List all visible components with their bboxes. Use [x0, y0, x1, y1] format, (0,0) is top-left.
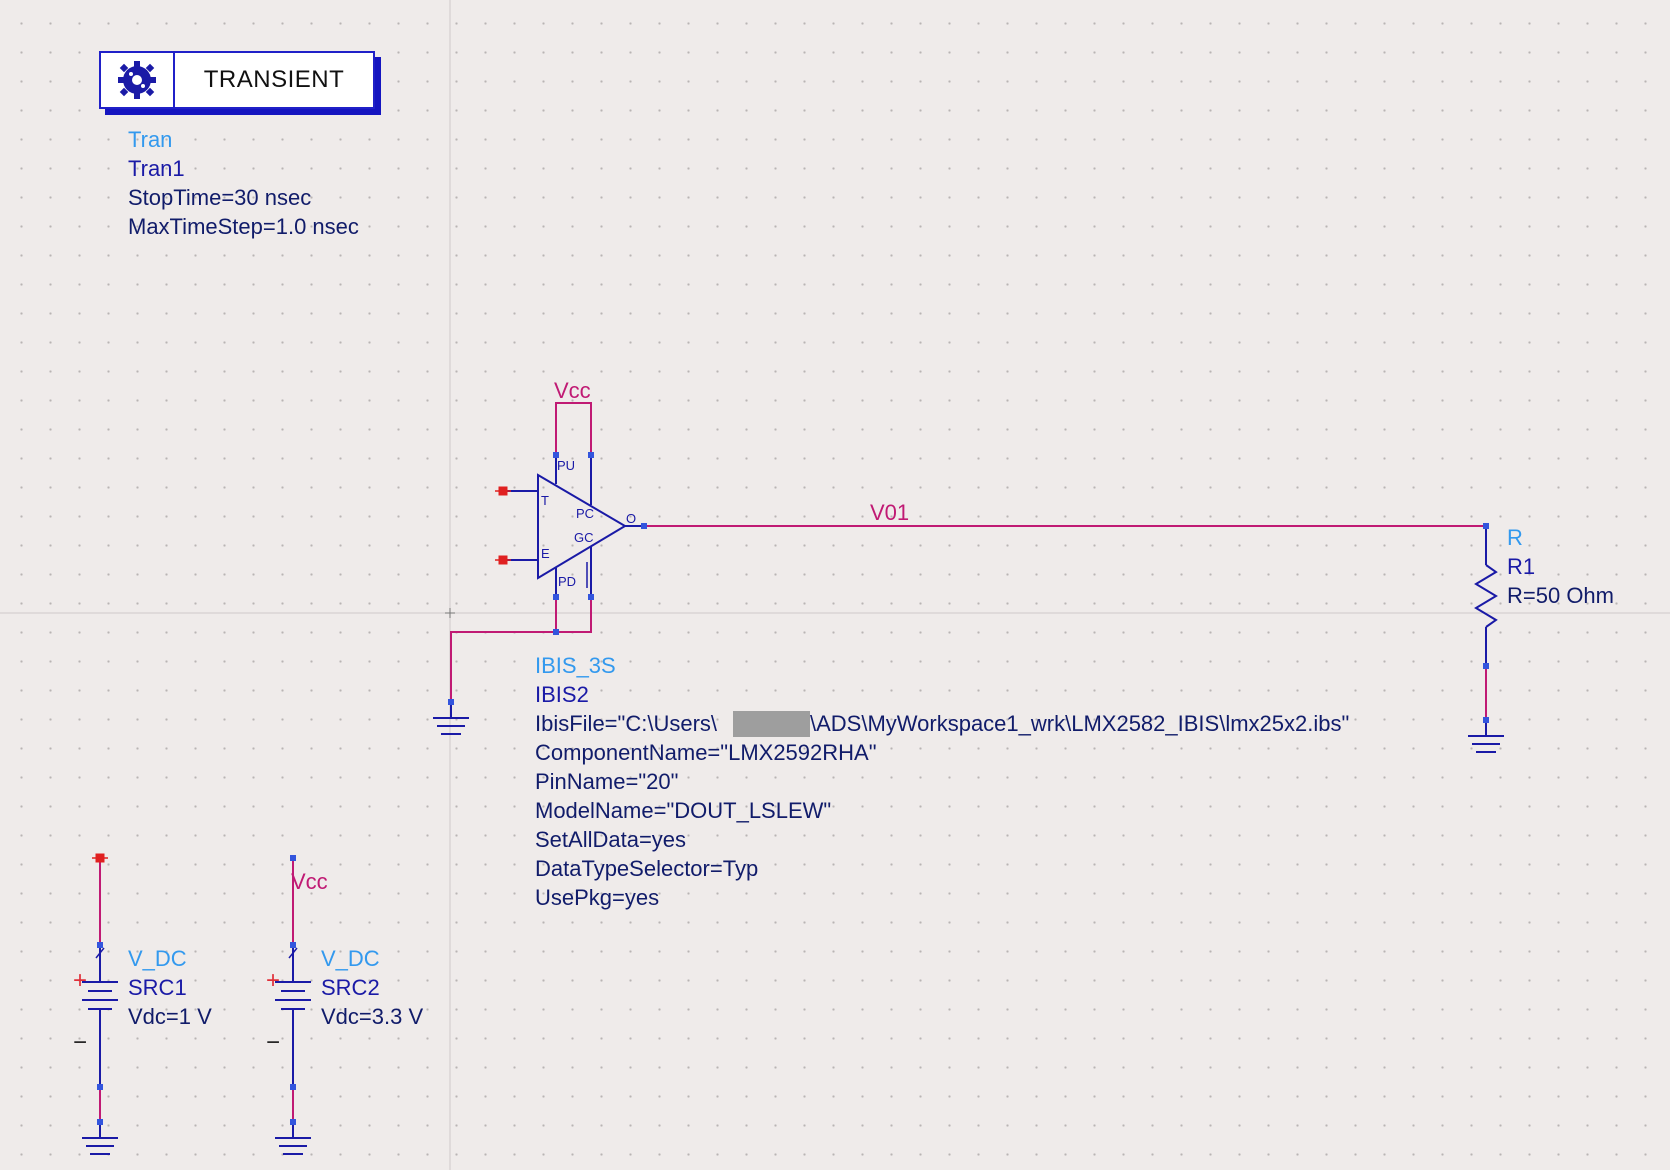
wire-vcc-loop	[555, 402, 592, 455]
pin-markers	[97, 452, 1489, 1125]
pin-label-gc: GC	[574, 530, 594, 545]
tran-type-label: Tran	[128, 127, 173, 152]
src2-instance-label: SRC2	[321, 975, 380, 1000]
ibis-param-usepkg: UsePkg=yes	[535, 885, 660, 910]
resistor-instance-label: R1	[1507, 554, 1536, 579]
tran-instance-label: Tran1	[128, 156, 185, 181]
src1-value-label: Vdc=1 V	[128, 1004, 212, 1029]
ground-icon	[1468, 720, 1504, 753]
ibis-param-file-prefix: IbisFile="C:\Users\	[535, 711, 718, 736]
src2-value-label: Vdc=3.3 V	[321, 1004, 424, 1029]
ground-icon	[433, 702, 469, 735]
unconnected-pin-markers	[92, 486, 511, 863]
pin-label-pc: PC	[576, 506, 595, 521]
ibis-param-file-suffix: \ADS\MyWorkspace1_wrk\LMX2582_IBIS\lmx25…	[810, 711, 1350, 736]
wire-ibis-ground	[555, 597, 592, 633]
ground-icon	[82, 1122, 118, 1155]
tran-param-maxtimestep: MaxTimeStep=1.0 nsec	[128, 214, 359, 239]
ibis-param-componentname: ComponentName="LMX2592RHA"	[535, 740, 877, 765]
pin-label-t: T	[541, 493, 549, 508]
transient-controller[interactable]: TRANSIENT	[99, 51, 375, 109]
net-label-vcc-src: Vcc	[291, 869, 328, 894]
resistor-value-label: R=50 Ohm	[1507, 583, 1614, 608]
ibis-param-setalldata: SetAllData=yes	[535, 827, 687, 852]
src1-type-label: V_DC	[128, 946, 187, 971]
pin-label-o: O	[626, 511, 637, 526]
dc-source-src1-symbol[interactable]	[82, 945, 118, 1087]
ground-icon	[275, 1122, 311, 1155]
src1-plus-sign: +	[73, 967, 88, 994]
src2-minus-sign: −	[266, 1029, 281, 1056]
resistor-type-label: R	[1507, 525, 1523, 550]
ibis-param-datatypeselector: DataTypeSelector=Typ	[535, 856, 759, 881]
net-label-vcc: Vcc	[554, 378, 591, 403]
pin-label-pu: PU	[557, 458, 576, 473]
gear-cluster-icon	[101, 53, 175, 107]
src2-type-label: V_DC	[321, 946, 380, 971]
pin-label-e: E	[541, 546, 550, 561]
ibis-param-pinname: PinName="20"	[535, 769, 679, 794]
ibis-instance-label: IBIS2	[535, 682, 589, 707]
dc-source-src2-symbol[interactable]	[275, 945, 311, 1087]
src2-plus-sign: +	[266, 967, 281, 994]
net-label-v01: V01	[870, 500, 910, 525]
tran-param-stoptime: StopTime=30 nsec	[128, 185, 312, 210]
src1-minus-sign: −	[73, 1029, 88, 1056]
ibis-type-label: IBIS_3S	[535, 653, 616, 678]
src1-instance-label: SRC1	[128, 975, 187, 1000]
ibis-param-modelname: ModelName="DOUT_LSLEW"	[535, 798, 832, 823]
resistor-symbol[interactable]	[1474, 526, 1498, 666]
redaction-block	[733, 711, 810, 737]
transient-label: TRANSIENT	[203, 66, 345, 93]
pin-label-pd: PD	[558, 574, 577, 589]
